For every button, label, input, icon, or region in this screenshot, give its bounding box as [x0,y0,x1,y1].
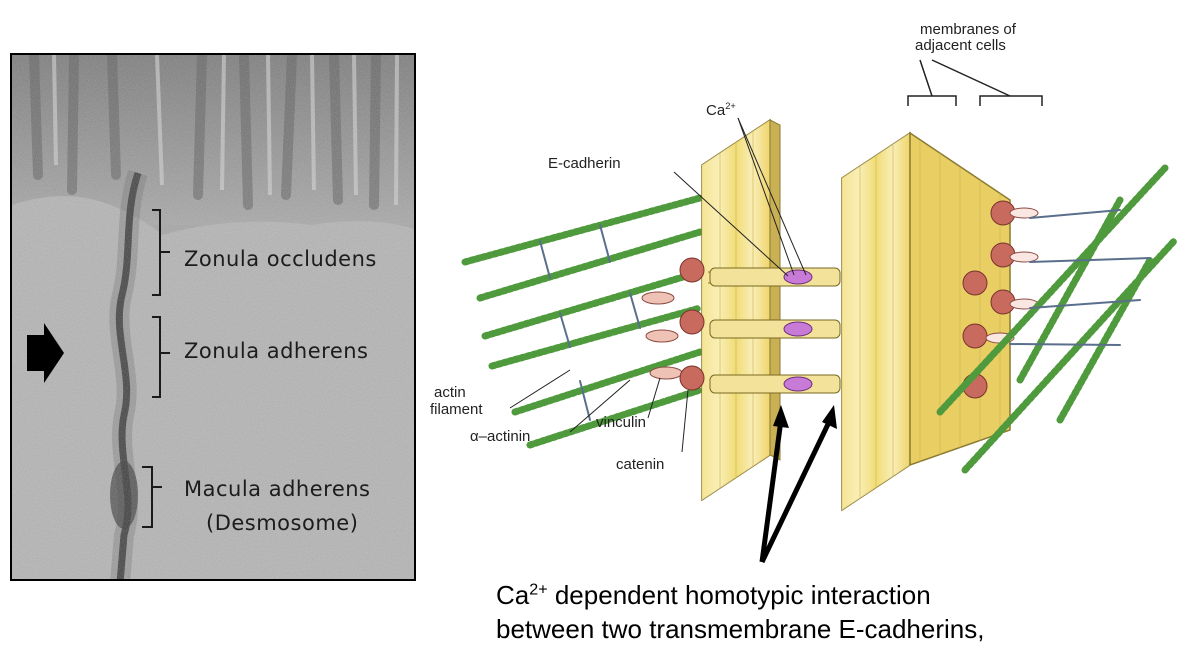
caption: Ca2+ dependent homotypic interaction bet… [496,578,984,646]
junction-schematic [461,59,1179,564]
arrow-right-icon [27,323,64,383]
label-membranes-line2: adjacent cells [915,37,1006,54]
electron-micrograph: Zonula occludens Zonula adherens Macula … [10,53,416,581]
label-actin-line1: actin [434,384,466,401]
cadherin-row-1 [708,267,841,287]
label-calcium: Ca2+ [706,101,736,119]
e-cadherin-bridges [708,267,841,394]
cadherin-row-2 [709,319,841,339]
label-zonula-adherens: Zonula adherens [184,339,369,363]
label-macula-adherens: Macula adherens [184,477,371,501]
label-vinculin: vinculin [596,414,647,431]
actin-filaments-left [461,194,704,449]
left-membrane [701,118,781,502]
actin-filaments-right [936,164,1179,474]
left-plaques [641,257,705,391]
interaction-arrows [759,405,837,564]
label-catenin: catenin [616,456,665,473]
caption-line1: Ca2+ dependent homotypic interaction [496,580,931,610]
label-membranes-line1: membranes of [920,21,1016,38]
right-plaques [962,200,1039,399]
label-actin-line2: filament [430,401,483,418]
cadherin-row-3 [709,374,841,394]
adherens-junction-diagram: membranes of adjacent cells Ca2+ E-cadhe… [420,0,1186,660]
label-zonula-occludens: Zonula occludens [184,247,377,271]
label-e-cadherin: E-cadherin [548,155,621,172]
label-alpha-actinin: α–actinin [470,428,531,445]
micrograph-image [12,55,414,579]
caption-line2: between two transmembrane E-cadherins, [496,614,985,644]
label-desmosome: (Desmosome) [206,511,359,535]
